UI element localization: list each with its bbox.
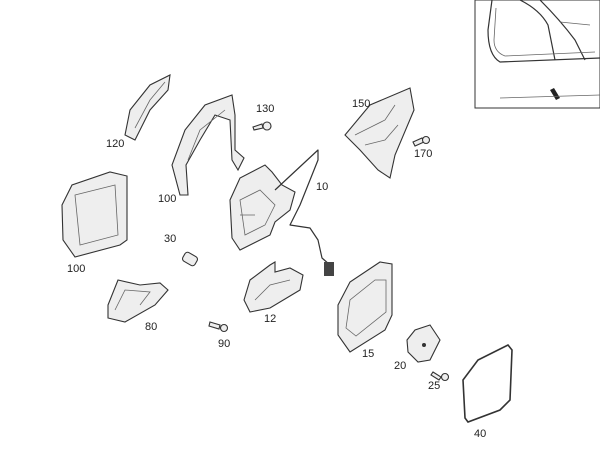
label-25: 25 — [428, 380, 441, 392]
part-170-screw — [412, 135, 431, 147]
part-12-lower-trim — [243, 261, 304, 313]
label-10: 10 — [316, 181, 329, 193]
label-15: 15 — [362, 348, 375, 360]
label-90: 90 — [218, 338, 231, 350]
part-20-motor — [406, 324, 441, 363]
part-120-turn-signal — [124, 74, 171, 141]
part-100-lower-cover — [61, 171, 128, 258]
label-30: 30 — [164, 233, 177, 245]
label-130: 130 — [256, 103, 275, 115]
label-120: 120 — [106, 138, 125, 150]
label-40: 40 — [474, 428, 487, 440]
vehicle-inset — [474, 0, 600, 109]
part-40-mirror-glass — [462, 343, 513, 423]
part-130-screw — [252, 121, 272, 131]
part-25-screw — [430, 371, 450, 382]
part-30-bulb — [181, 251, 199, 267]
label-170: 170 — [414, 148, 433, 160]
label-12: 12 — [264, 313, 277, 325]
label-20: 20 — [394, 360, 407, 372]
label-80: 80 — [145, 321, 158, 333]
part-150-mount — [344, 87, 415, 179]
part-10-mirror-assembly — [229, 149, 334, 276]
part-90-screw — [208, 321, 229, 333]
part-80-housing-bottom — [107, 279, 169, 323]
label-100-upper: 100 — [158, 193, 177, 205]
label-100-lower: 100 — [67, 263, 86, 275]
part-15-glass-frame — [337, 261, 393, 353]
label-150: 150 — [352, 98, 371, 110]
part-100-upper-cover — [171, 94, 245, 196]
